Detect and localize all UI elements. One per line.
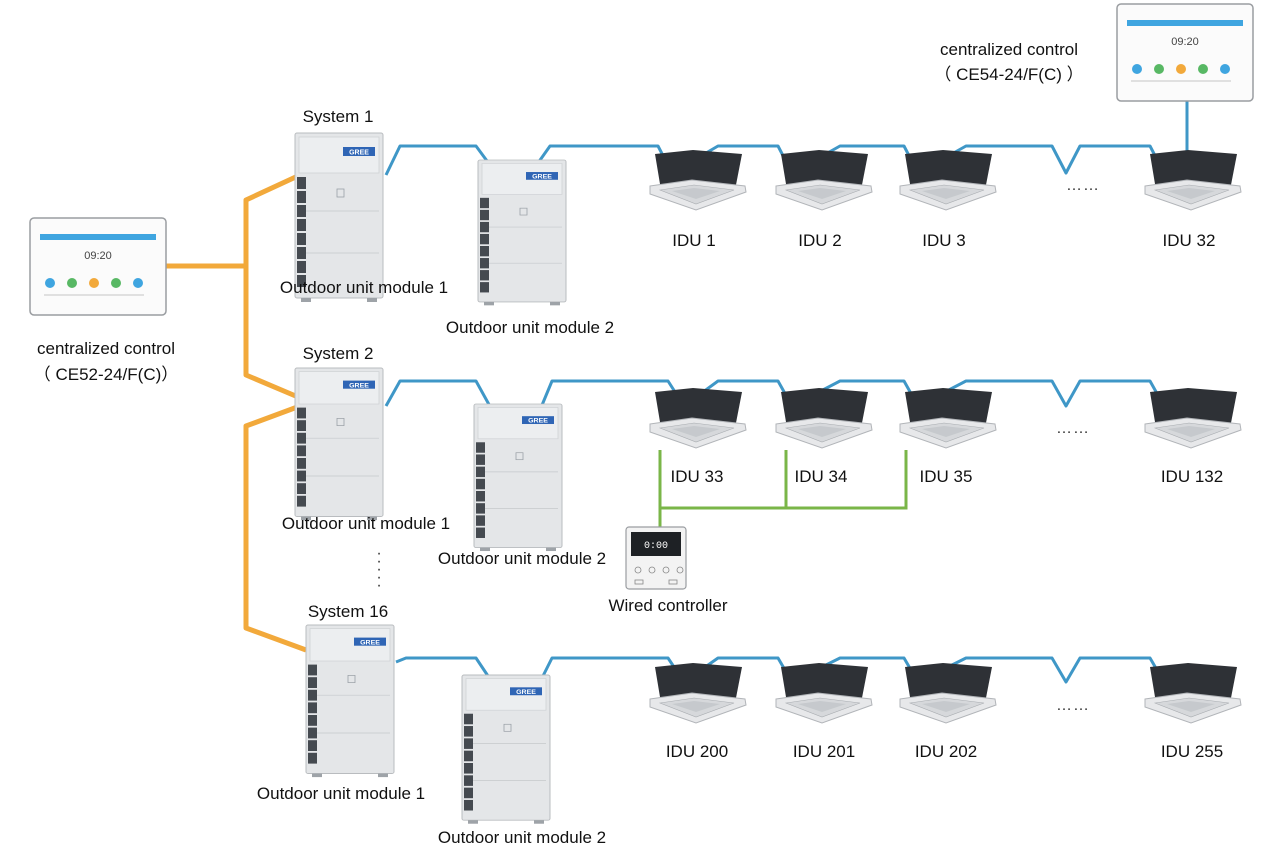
centralized-control-right-model: （ CE54-24/F(C) ） [934, 65, 1084, 84]
outdoor-module-label: Outdoor unit module 2 [437, 828, 607, 847]
idu-unit [899, 387, 997, 449]
idu-label: IDU 2 [798, 231, 842, 250]
wired-controller-link [658, 450, 908, 528]
idu-unit [775, 662, 873, 724]
idu-unit [649, 662, 747, 724]
idu-label: IDU 35 [919, 467, 973, 486]
outdoor-module-label: Outdoor unit module 1 [279, 278, 449, 297]
idu-unit [1144, 149, 1242, 211]
idu-label: IDU 201 [792, 742, 856, 761]
outdoor-module-label: Outdoor unit module 1 [281, 514, 451, 533]
idu-label: IDU 200 [665, 742, 729, 761]
outdoor-module-label: Outdoor unit module 1 [256, 784, 426, 803]
idu-label: IDU 33 [670, 467, 724, 486]
outdoor-unit-s2-m1 [294, 367, 384, 521]
system-title: System 16 [307, 602, 389, 621]
idu-label: IDU 1 [672, 231, 716, 250]
centralized-control-left-title: centralized control [37, 339, 175, 358]
outdoor-unit-s2-m2 [473, 403, 563, 552]
outdoor-module-label: Outdoor unit module 2 [437, 549, 607, 568]
idu-unit [899, 149, 997, 211]
centralized-control-left-model: （ CE52-24/F(C)） [33, 365, 179, 384]
centralized-controller-left [29, 217, 167, 316]
system-title: System 1 [302, 107, 374, 126]
idu-unit [649, 149, 747, 211]
idu-unit [1144, 387, 1242, 449]
outdoor-module-label: Outdoor unit module 2 [445, 318, 615, 337]
outdoor-unit-s1-m2 [477, 159, 567, 306]
controller-screen-time: 09:20 [1171, 36, 1199, 48]
control-bus [166, 172, 307, 653]
idu-label: IDU 202 [914, 742, 978, 761]
idu-label: IDU 34 [794, 467, 848, 486]
idu-unit [775, 387, 873, 449]
idu-unit [1144, 662, 1242, 724]
idu-unit [775, 149, 873, 211]
idu-label: IDU 255 [1160, 742, 1224, 761]
ellipsis: …… [1056, 697, 1090, 714]
centralized-control-right-title: centralized control [940, 40, 1078, 59]
idu-unit [899, 662, 997, 724]
ellipsis: …… [1066, 177, 1100, 194]
centralized-controller-right [1116, 3, 1254, 102]
idu-unit [649, 387, 747, 449]
wired-controller-label: Wired controller [608, 596, 728, 615]
wired-controller-screen-time: 0:00 [644, 541, 668, 552]
outdoor-unit-s16-m1 [305, 624, 395, 778]
idu-label: IDU 3 [922, 231, 966, 250]
outdoor-unit-s16-m2 [461, 674, 551, 825]
controller-screen-time: 09:20 [84, 250, 112, 262]
outdoor-unit-s1-m1 [294, 132, 384, 303]
idu-label: IDU 32 [1162, 231, 1216, 250]
more-systems-dots: ····· [376, 545, 382, 594]
system-title: System 2 [302, 344, 374, 363]
idu-label: IDU 132 [1160, 467, 1224, 486]
ellipsis: …… [1056, 420, 1090, 437]
wired-controller [625, 526, 687, 590]
